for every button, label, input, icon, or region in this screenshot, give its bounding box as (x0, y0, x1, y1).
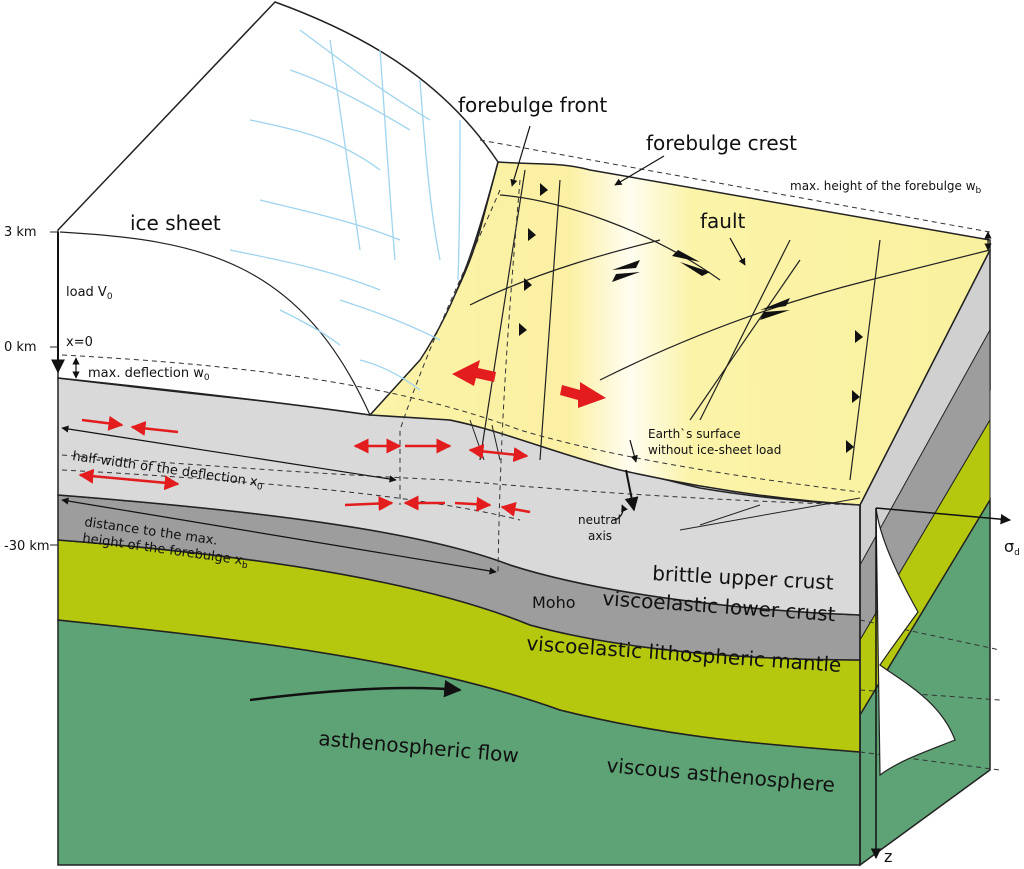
label-x-zero: x=0 (66, 335, 93, 350)
label-sigma: σd (1004, 537, 1020, 558)
label-distance-sub: b (241, 561, 248, 572)
left-scale-ticks (50, 231, 58, 546)
strike-slip-arrows (612, 250, 790, 320)
measurement-arrows (51, 125, 992, 702)
label-load-sub: 0 (107, 292, 113, 302)
label-max-deflection-text: max. deflection w (88, 366, 204, 381)
label-earth-surface-2: without ice-sheet load (648, 443, 781, 457)
block-right-face (859, 249, 991, 867)
label-z-axis: z (884, 847, 892, 866)
label-max-height-text: max. height of the forebulge w (790, 179, 976, 193)
label-0km: 0 km (4, 340, 37, 355)
label-minus30km: -30 km (4, 539, 50, 554)
surface-stress-arrows (452, 360, 606, 408)
ice-sheet (57, 1, 499, 416)
label-moho: Moho (532, 593, 576, 612)
label-forebulge-crest: forebulge crest (646, 131, 797, 155)
label-sigma-sub: d (1014, 548, 1020, 558)
label-neutral-1: neutral (578, 513, 621, 527)
surface-faults (469, 169, 991, 481)
label-3km: 3 km (4, 225, 37, 240)
label-load-text: load V (66, 285, 107, 300)
dashed-reference-lines (61, 139, 1001, 771)
label-max-deflection: max. deflection w0 (88, 366, 210, 383)
label-earth-surface-1: Earth`s surface (648, 427, 741, 441)
label-sigma-text: σ (1004, 537, 1014, 556)
label-forebulge-front: forebulge front (458, 93, 607, 117)
label-ice-sheet: ice sheet (130, 211, 221, 235)
fault-markers (519, 183, 863, 453)
label-neutral-2: axis (588, 529, 612, 543)
label-max-height-sub: b (976, 186, 982, 196)
label-fault: fault (700, 209, 746, 233)
label-half-width-sub: 0 (256, 482, 263, 493)
label-max-deflection-sub: 0 (204, 373, 210, 383)
label-load: load V0 (66, 285, 113, 302)
label-max-height: max. height of the forebulge wb (790, 179, 982, 196)
stress-profile (870, 507, 1012, 860)
